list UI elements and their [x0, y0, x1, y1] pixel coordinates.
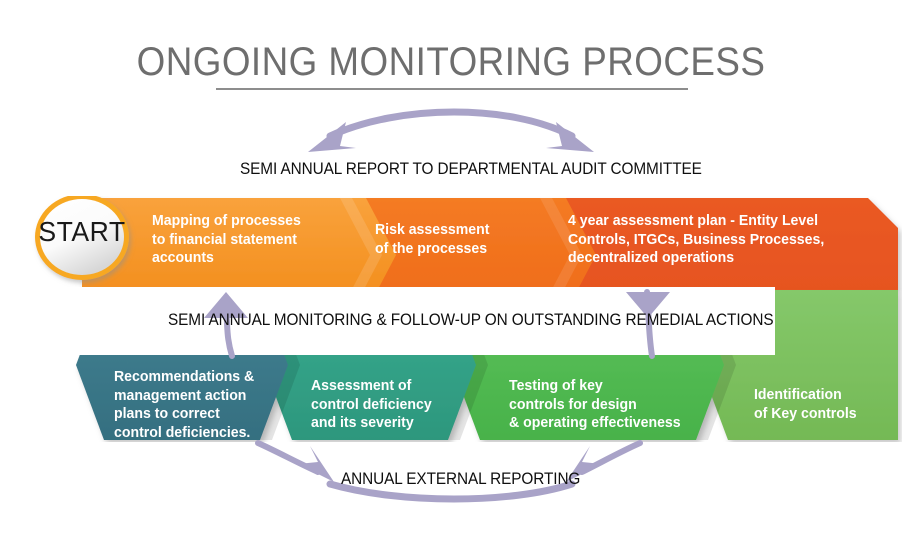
- bottom-arc-curve: [326, 480, 576, 503]
- left-vertical-arrow-up: [204, 292, 248, 359]
- start-circle-face: [40, 199, 124, 275]
- bottom-arc-head-right: [566, 446, 602, 482]
- top-step-1-shape[interactable]: [82, 198, 396, 312]
- right-vertical-arrowhead: [626, 292, 670, 318]
- top-band-background: [0, 100, 902, 196]
- bottom-arc-head-left: [298, 446, 334, 482]
- top-arc-head-left: [308, 122, 356, 152]
- top-step-2-shape[interactable]: [340, 198, 596, 312]
- left-vertical-arrowhead: [204, 292, 248, 318]
- right-vertical-arrow-down: [626, 289, 670, 359]
- top-arc-arrow: [308, 108, 594, 152]
- title-underline: [216, 88, 688, 90]
- band-label-middle: SEMI ANNUAL MONITORING & FOLLOW-UP ON OU…: [168, 311, 774, 329]
- bottom-band-background: [0, 442, 902, 541]
- start-badge[interactable]: [35, 194, 129, 280]
- band-label-top: SEMI ANNUAL REPORT TO DEPARTMENTAL AUDIT…: [240, 160, 702, 178]
- start-label: START: [38, 216, 126, 247]
- band-label-bottom: ANNUAL EXTERNAL REPORTING: [341, 470, 581, 488]
- bottom-arc-arrow: [255, 440, 643, 503]
- top-arc-curve: [326, 108, 576, 140]
- page-title: ONGOING MONITORING PROCESS: [136, 40, 766, 84]
- top-arc-head-right: [546, 122, 594, 152]
